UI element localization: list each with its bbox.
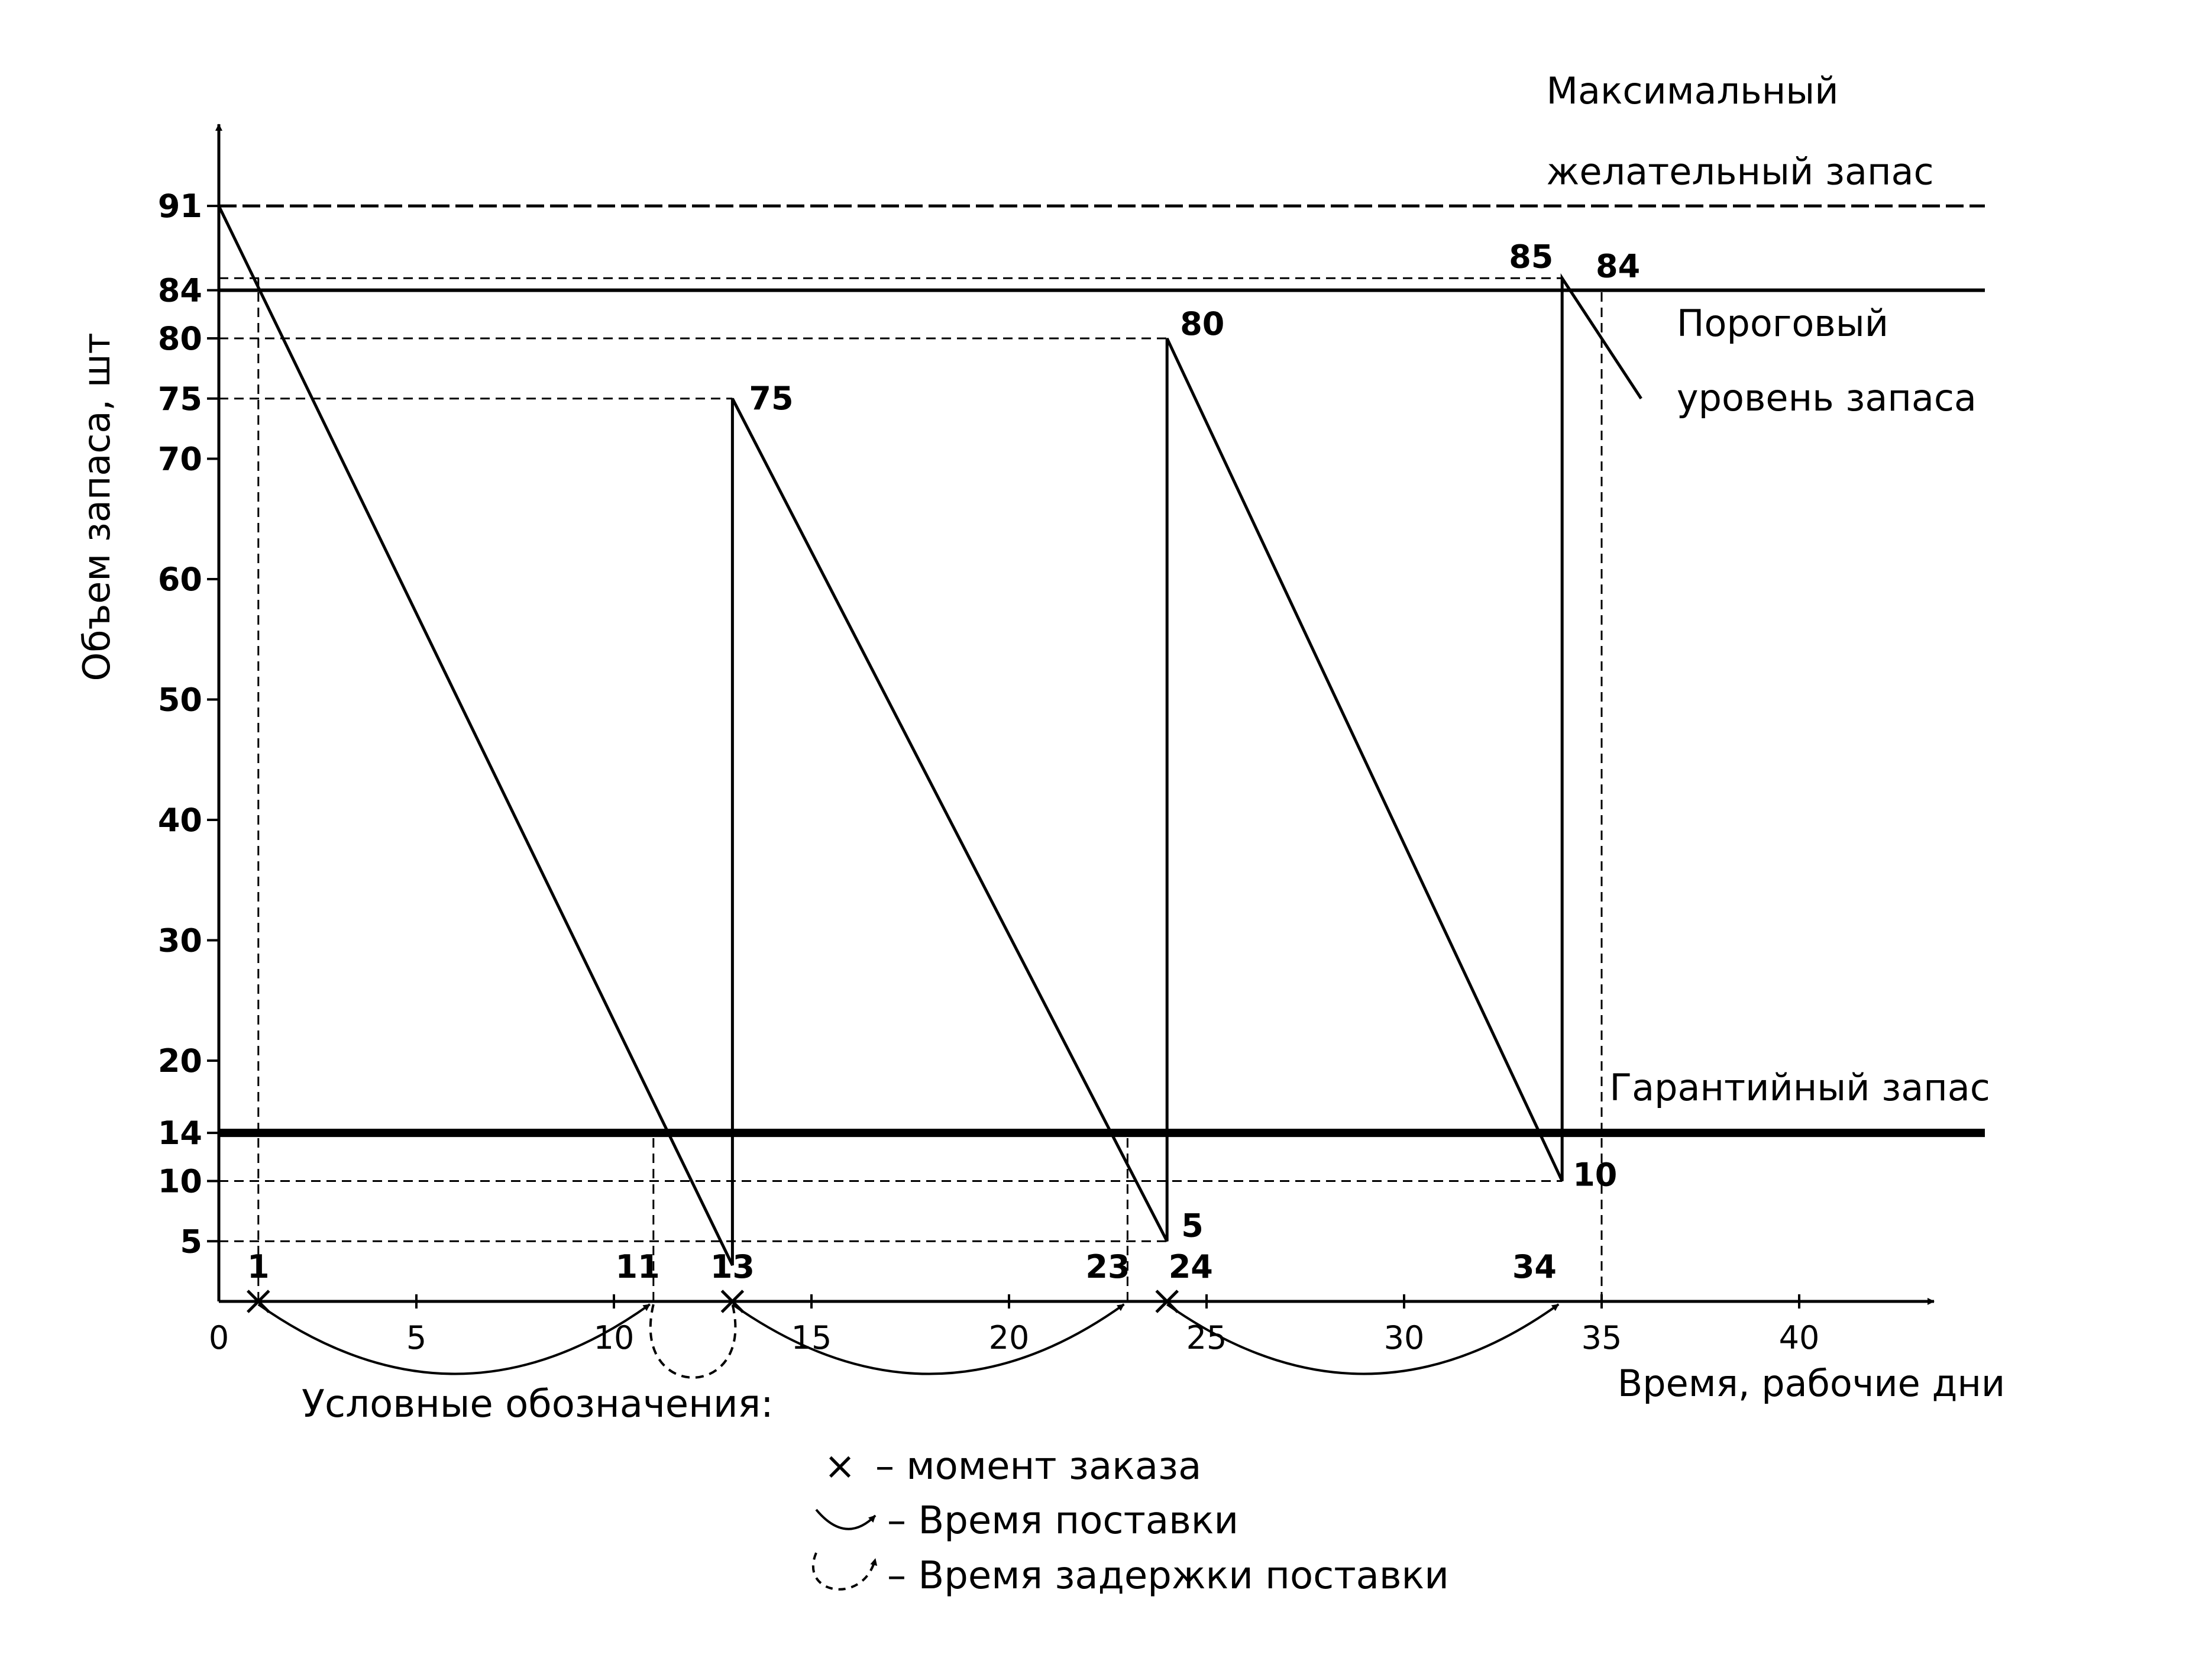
day-label: 1	[247, 1248, 270, 1285]
x-tick-label: 25	[1186, 1319, 1227, 1356]
y-tick-label: 91	[158, 188, 202, 225]
point-value-label: 5	[1181, 1207, 1204, 1244]
max-level-label: Максимальный	[1546, 69, 1838, 112]
guarantee-level-label: Гарантийный запас	[1609, 1066, 1990, 1109]
x-tick-label: 10	[594, 1319, 635, 1356]
level-lines	[219, 204, 1985, 1138]
y-tick-label: 60	[158, 561, 202, 598]
x-tick-label: 30	[1384, 1319, 1425, 1356]
point-value-label: 85	[1509, 238, 1553, 275]
y-tick-label: 20	[158, 1042, 202, 1080]
day-label: 13	[710, 1248, 755, 1285]
point-value-label: 75	[749, 380, 793, 417]
y-tick-label: 70	[158, 441, 202, 478]
delivery-arc	[732, 1303, 1125, 1375]
y-tick-label: 50	[158, 681, 202, 719]
inventory-line	[217, 205, 1642, 1266]
inventory-series	[217, 205, 1642, 1266]
y-tick-label: 84	[158, 272, 202, 309]
x-axis-label: Время, рабочие дни	[1618, 1362, 2006, 1405]
legend: Условные обозначения: × – момент заказа – В…	[302, 1382, 1449, 1598]
max-level-label: желательный запас	[1546, 150, 1933, 193]
point-value-label: 80	[1180, 305, 1224, 343]
labels: Объем запаса, шт Время, рабочие дни Максим…	[75, 69, 2005, 1405]
y-tick-label: 10	[158, 1163, 202, 1200]
legend-delivery-arc-icon	[815, 1508, 877, 1530]
delivery-arcs	[257, 1303, 1560, 1379]
order-marker	[720, 1290, 745, 1313]
delivery-arc	[257, 1303, 651, 1375]
guide-lines	[219, 277, 1603, 1301]
y-tick-label: 14	[158, 1114, 202, 1152]
x-tick-label: 15	[791, 1319, 832, 1356]
axes	[215, 124, 1935, 1305]
day-label: 11	[616, 1248, 660, 1285]
day-label: 34	[1512, 1248, 1557, 1285]
day-label: 24	[1169, 1248, 1213, 1285]
threshold-level-label: Пороговый	[1677, 302, 1888, 345]
legend-delivery-text: – Время поставки	[887, 1499, 1238, 1543]
order-marker	[247, 1290, 270, 1313]
x-tick-label: 35	[1582, 1319, 1622, 1356]
point-value-label: 84	[1596, 248, 1640, 285]
y-tick-label: 75	[158, 380, 202, 418]
delivery-arc	[1166, 1303, 1560, 1375]
legend-delay-arc-icon	[811, 1552, 878, 1591]
x-tick-label: 5	[406, 1319, 426, 1356]
y-tick-label: 40	[158, 802, 202, 839]
x-tick-label: 40	[1779, 1319, 1820, 1356]
x-tick-label: 20	[989, 1319, 1030, 1356]
order-marker	[1155, 1290, 1179, 1313]
legend-order-text: – момент заказа	[875, 1445, 1201, 1488]
day-label: 23	[1085, 1248, 1130, 1285]
x-tick-label: 0	[209, 1319, 229, 1356]
y-tick-label: 80	[158, 320, 202, 357]
delay-arc	[649, 1304, 737, 1379]
y-axis-label: Объем запаса, шт	[75, 332, 118, 681]
point-value-label: 10	[1573, 1156, 1617, 1194]
legend-delay-text: – Время задержки поставки	[887, 1554, 1449, 1598]
legend-order-symbol: ×	[824, 1445, 856, 1488]
legend-title: Условные обозначения:	[302, 1382, 774, 1426]
threshold-level-label: уровень запаса	[1677, 376, 1977, 419]
y-tick-label: 5	[180, 1223, 202, 1260]
y-tick-label: 30	[158, 922, 202, 959]
